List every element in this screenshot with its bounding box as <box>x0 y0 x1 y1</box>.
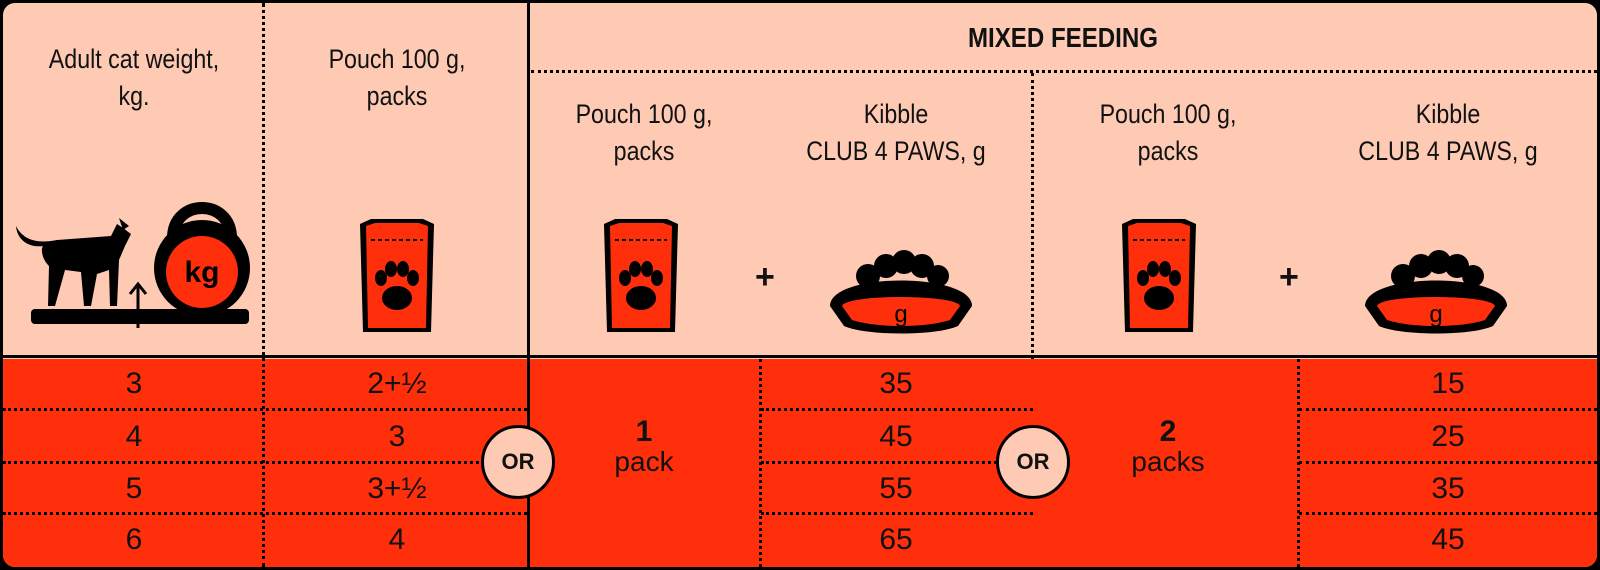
col-divider <box>1297 359 1300 567</box>
kibble2-cell: 45 <box>1431 523 1465 556</box>
col-divider <box>759 359 762 567</box>
or-badge: OR <box>481 425 555 499</box>
cat-scale-icon: kg <box>16 202 250 328</box>
mix2-unit: packs <box>1131 446 1205 477</box>
kibble1-cell: 55 <box>879 472 913 505</box>
pouch-icon <box>1122 219 1196 332</box>
header-divider <box>3 355 1597 358</box>
bowl-g-label: g <box>894 301 907 328</box>
col-divider <box>1031 73 1034 359</box>
row-divider <box>761 512 1033 515</box>
header-pouch: Pouch 100 g, packs <box>328 44 466 111</box>
col-divider <box>262 3 265 567</box>
header-mixed-feeding: MIXED FEEDING <box>967 22 1158 53</box>
pouch-cell: 3 <box>388 420 406 453</box>
pouch-cell: 4 <box>388 523 406 556</box>
mix1-unit: pack <box>614 446 674 477</box>
kibble2-cell: 25 <box>1431 420 1465 453</box>
row-divider <box>3 461 527 464</box>
kibble2-cell: 35 <box>1431 472 1465 505</box>
mixed-subdivider <box>531 70 1597 73</box>
mixed-divider <box>527 3 530 567</box>
pouch-cell: 3+½ <box>367 472 427 505</box>
plus-icon: + <box>1279 258 1299 296</box>
weight-cell: 6 <box>125 523 143 556</box>
header-mix2-pouch: Pouch 100 g, packs <box>1099 99 1237 166</box>
header-cat-weight: Adult cat weight, kg. <box>48 44 220 111</box>
kg-badge-label: kg <box>184 256 219 289</box>
feeding-table: Adult cat weight, kg. Pouch 100 g, packs… <box>3 3 1597 567</box>
kibble1-cell: 35 <box>879 367 913 400</box>
kibble-bowl-icon: g <box>1365 250 1507 334</box>
plus-icon: + <box>755 258 775 296</box>
or-badge: OR <box>996 425 1070 499</box>
header-mix1-pouch: Pouch 100 g, packs <box>575 99 713 166</box>
row-divider <box>3 408 527 411</box>
kibble2-cell: 15 <box>1431 367 1465 400</box>
weight-cell: 5 <box>125 472 143 505</box>
header-mix2-kibble: Kibble CLUB 4 PAWS, g <box>1358 99 1538 166</box>
row-divider <box>3 512 527 515</box>
row-divider <box>761 461 1033 464</box>
kibble1-cell: 65 <box>879 523 913 556</box>
row-divider <box>1299 461 1597 464</box>
row-divider <box>1299 512 1597 515</box>
bowl-g-label: g <box>1429 301 1442 328</box>
mix1-pack-count: 1 pack <box>529 417 759 477</box>
mix2-pack-count: 2 packs <box>1033 417 1303 477</box>
kibble1-cell: 45 <box>879 420 913 453</box>
header-mix1-kibble: Kibble CLUB 4 PAWS, g <box>806 99 986 166</box>
row-divider <box>1299 408 1597 411</box>
pouch-icon <box>604 219 678 332</box>
kibble-bowl-icon: g <box>830 250 972 334</box>
mix2-count: 2 <box>1159 415 1177 448</box>
pouch-cell: 2+½ <box>367 367 427 400</box>
weight-cell: 3 <box>125 367 143 400</box>
mix1-count: 1 <box>635 415 653 448</box>
weight-cell: 4 <box>125 420 143 453</box>
pouch-icon <box>360 219 434 332</box>
row-divider <box>761 408 1033 411</box>
